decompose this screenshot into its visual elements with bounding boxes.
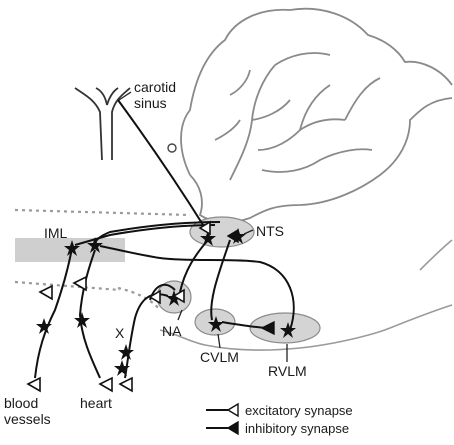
cord-dotted-lines bbox=[14, 208, 191, 311]
label-na: NA bbox=[162, 323, 182, 339]
star-heart-symp bbox=[74, 312, 90, 328]
label-cvlm: CVLM bbox=[200, 349, 239, 365]
inhibitory-terminals bbox=[226, 228, 275, 336]
star-nts-1 bbox=[200, 230, 216, 246]
label-carotid: carotid bbox=[134, 79, 176, 95]
star-iml-1 bbox=[64, 240, 80, 256]
star-na bbox=[166, 290, 182, 306]
label-vessels: vessels bbox=[4, 411, 51, 427]
label-blood: blood bbox=[4, 395, 38, 411]
star-rvlm bbox=[280, 322, 296, 338]
brainstem-outline bbox=[159, 239, 453, 351]
star-x-2 bbox=[114, 360, 130, 376]
star-bv bbox=[36, 318, 52, 334]
star-cvlm bbox=[208, 316, 224, 332]
legend-inhibitory-label: inhibitory synapse bbox=[245, 421, 349, 436]
label-iml: IML bbox=[44, 225, 68, 241]
carotid-vessel bbox=[74, 87, 131, 161]
label-rvlm: RVLM bbox=[268, 363, 307, 379]
legend: excitatory synapse inhibitory synapse bbox=[206, 402, 353, 436]
label-pointers bbox=[118, 91, 288, 362]
label-heart: heart bbox=[80, 395, 112, 411]
label-nts: NTS bbox=[256, 223, 284, 239]
ganglion-circle bbox=[167, 143, 177, 153]
excitatory-terminals bbox=[26, 220, 211, 393]
legend-excitatory-label: excitatory synapse bbox=[245, 403, 353, 418]
legend-inhibitory: inhibitory synapse bbox=[206, 420, 349, 436]
star-x bbox=[118, 344, 134, 360]
label-sinus: sinus bbox=[134, 95, 167, 111]
label-x: X bbox=[115, 325, 125, 341]
star-iml-2 bbox=[87, 237, 103, 253]
legend-excitatory: excitatory synapse bbox=[206, 402, 353, 418]
afferent-fiber bbox=[117, 99, 206, 229]
cerebellum bbox=[180, 7, 453, 223]
